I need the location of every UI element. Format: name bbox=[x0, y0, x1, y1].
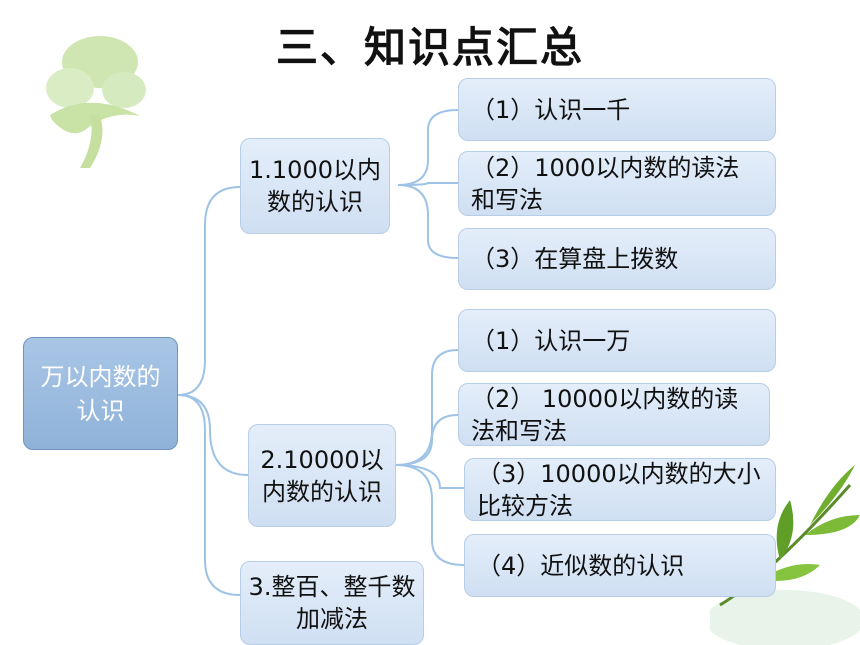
branch-node-3: 3.整百、整千数加减法 bbox=[240, 561, 424, 645]
leaf-node-2-4: （4）近似数的认识 bbox=[464, 534, 776, 597]
page-title: 三、知识点汇总 bbox=[275, 23, 584, 72]
leaf-label-2-2: （2） 10000以内数的读法和写法 bbox=[471, 384, 739, 445]
leaf-label-2-4: （4）近似数的认识 bbox=[477, 551, 685, 580]
leaf-label-2-3: （3）10000以内数的大小比较方法 bbox=[477, 459, 761, 520]
leaf-node-1-1: （1）认识一千 bbox=[458, 78, 776, 141]
leaf-node-2-3: （3）10000以内数的大小比较方法 bbox=[464, 458, 776, 521]
leaf-label-2-1: （1）认识一万 bbox=[471, 326, 631, 355]
root-label: 万以内数的认识 bbox=[40, 362, 161, 425]
leaf-node-1-3: （3）在算盘上拨数 bbox=[458, 228, 776, 290]
leaf-node-1-2: （2）1000以内数的读法和写法 bbox=[458, 151, 776, 216]
branch-label-3: 3.整百、整千数加减法 bbox=[248, 573, 416, 633]
branch-label-2: 2.10000以内数的认识 bbox=[260, 445, 384, 506]
leaf-label-1-1: （1）认识一千 bbox=[471, 95, 631, 124]
branch-node-1: 1.1000以内数的认识 bbox=[240, 138, 390, 234]
plant-logo-icon bbox=[46, 36, 146, 168]
branch-label-1: 1.1000以内数的认识 bbox=[249, 156, 381, 216]
leaf-label-1-2: （2）1000以内数的读法和写法 bbox=[471, 153, 740, 214]
leaf-node-2-1: （1）认识一万 bbox=[458, 309, 776, 372]
leaf-label-1-3: （3）在算盘上拨数 bbox=[471, 245, 679, 273]
root-node: 万以内数的认识 bbox=[23, 337, 178, 450]
leaf-node-2-2: （2） 10000以内数的读法和写法 bbox=[458, 383, 770, 446]
branch-node-2: 2.10000以内数的认识 bbox=[248, 424, 396, 527]
